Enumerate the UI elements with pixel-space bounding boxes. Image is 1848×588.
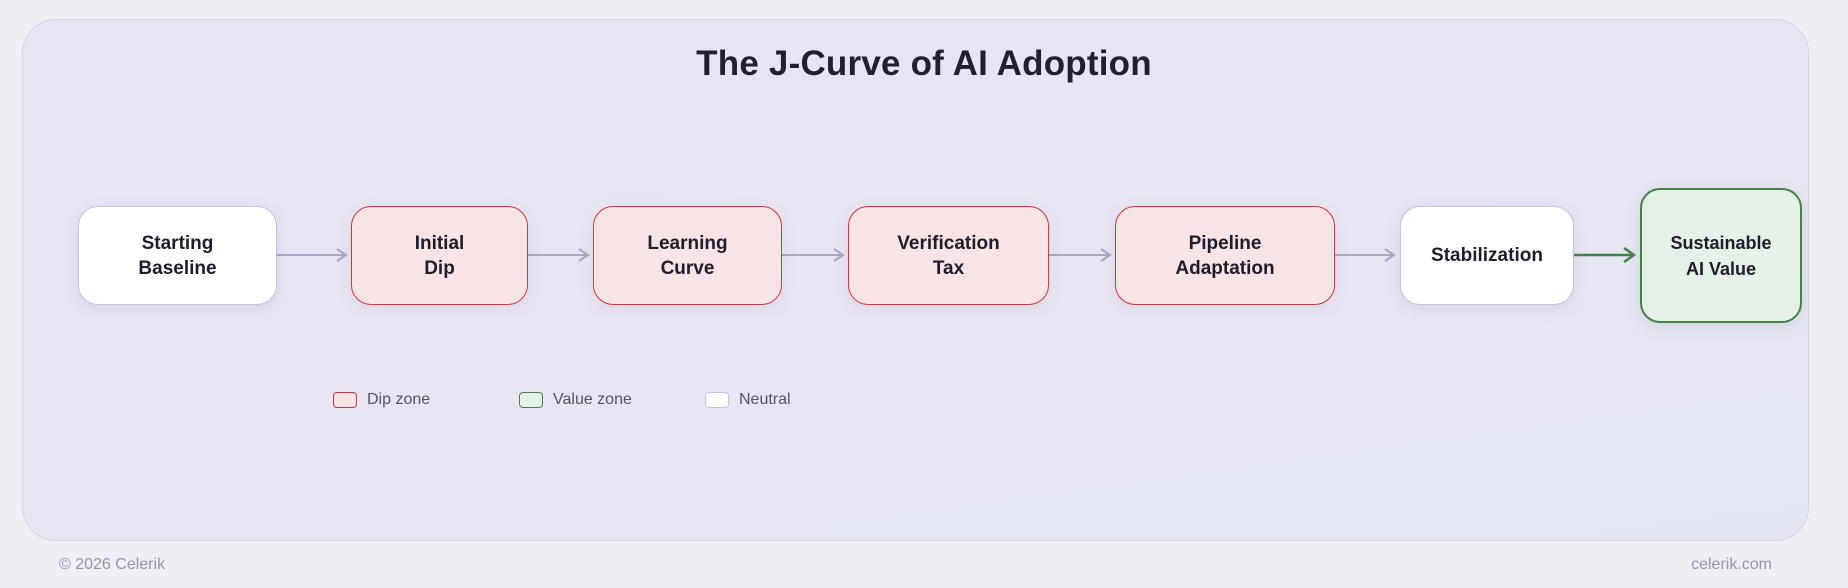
dip-zone-swatch bbox=[333, 392, 357, 408]
legend-neutral: Neutral bbox=[705, 391, 791, 409]
node-initial-dip: Initial Dip bbox=[351, 206, 528, 305]
node-label: Pipeline Adaptation bbox=[1175, 232, 1275, 279]
node-sustainable-ai-value: Sustainable AI Value bbox=[1640, 188, 1802, 323]
legend-label: Dip zone bbox=[367, 391, 431, 408]
node-verification-tax: Verification Tax bbox=[848, 206, 1049, 305]
node-label: Starting Baseline bbox=[138, 232, 217, 279]
arrow-learning-to-verification bbox=[782, 248, 845, 262]
legend-label: Neutral bbox=[739, 391, 791, 408]
node-starting-baseline: Starting Baseline bbox=[78, 206, 277, 305]
arrow-pipeline-to-stabilization bbox=[1335, 248, 1396, 262]
footer-copyright: © 2026 Celerik bbox=[59, 556, 166, 573]
arrow-verification-to-pipeline bbox=[1049, 248, 1112, 262]
arrow-stabilization-to-value bbox=[1574, 246, 1637, 264]
diagram-title: The J-Curve of AI Adoption bbox=[696, 44, 1152, 83]
arrow-dip-to-learning bbox=[528, 248, 590, 262]
footer-website: celerik.com bbox=[1691, 556, 1772, 573]
node-label: Verification Tax bbox=[897, 232, 1000, 279]
legend-label: Value zone bbox=[553, 391, 632, 408]
legend-value-zone: Value zone bbox=[519, 391, 632, 409]
legend-dip-zone: Dip zone bbox=[333, 391, 430, 409]
neutral-swatch bbox=[705, 392, 729, 408]
node-label: Sustainable AI Value bbox=[1670, 232, 1772, 279]
node-pipeline-adaptation: Pipeline Adaptation bbox=[1115, 206, 1335, 305]
value-zone-swatch bbox=[519, 392, 543, 408]
arrow-baseline-to-dip bbox=[277, 248, 348, 262]
node-label: Stabilization bbox=[1431, 245, 1543, 266]
node-learning-curve: Learning Curve bbox=[593, 206, 782, 305]
node-stabilization: Stabilization bbox=[1400, 206, 1574, 305]
node-label: Learning Curve bbox=[647, 232, 728, 279]
node-label: Initial Dip bbox=[414, 232, 465, 279]
